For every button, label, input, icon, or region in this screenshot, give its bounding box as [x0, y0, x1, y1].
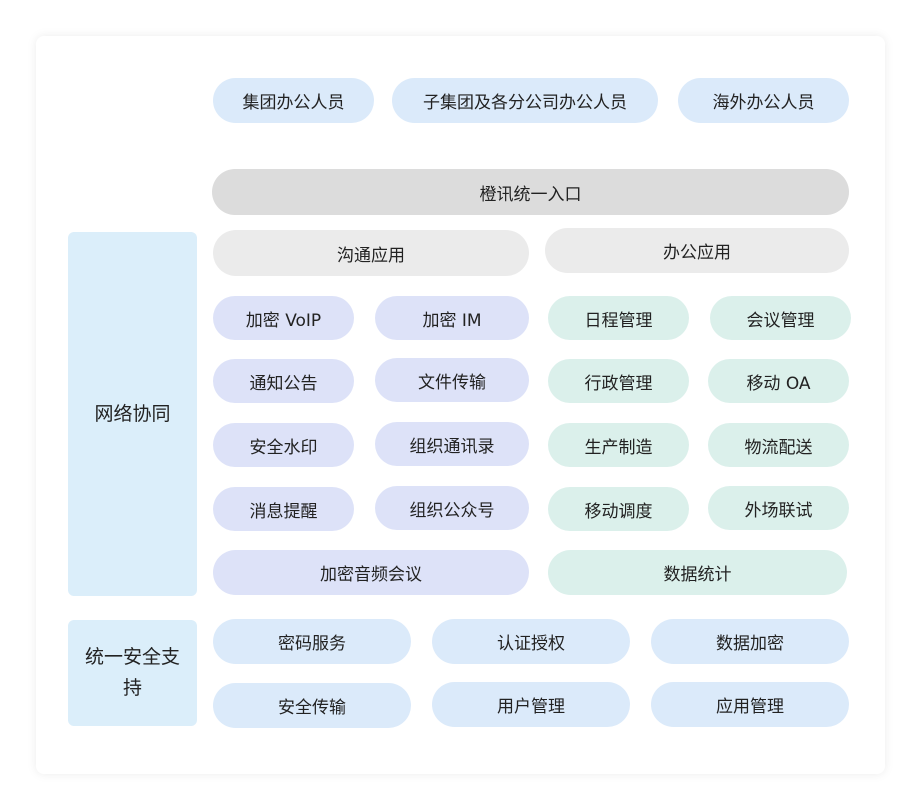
- office-app-production: 生产制造: [548, 423, 689, 467]
- security-authentication: 认证授权: [432, 619, 630, 664]
- security-secure-transmission: 安全传输: [213, 683, 411, 728]
- comm-app-message-reminder: 消息提醒: [213, 487, 354, 531]
- office-app-mobile-oa: 移动 OA: [708, 359, 849, 403]
- security-data-encryption: 数据加密: [651, 619, 849, 664]
- network-collaboration-text: 网络协同: [94, 402, 171, 425]
- office-app-mobile-dispatch: 移动调度: [548, 487, 689, 531]
- user-group-headquarters: 集团办公人员: [213, 78, 374, 123]
- security-support-text: 统一安全支持: [84, 646, 180, 699]
- network-collaboration-label: 网络协同: [68, 232, 197, 596]
- security-app-management: 应用管理: [651, 682, 849, 727]
- comm-app-encrypted-im: 加密 IM: [375, 296, 529, 340]
- user-group-overseas: 海外办公人员: [678, 78, 849, 123]
- office-app-administration: 行政管理: [548, 359, 689, 403]
- comm-app-encrypted-voip: 加密 VoIP: [213, 296, 354, 340]
- office-app-logistics: 物流配送: [708, 423, 849, 467]
- office-app-meeting: 会议管理: [710, 296, 851, 340]
- office-app-field-test: 外场联试: [708, 486, 849, 530]
- comm-app-org-official-account: 组织公众号: [375, 486, 529, 530]
- security-password-service: 密码服务: [213, 619, 411, 664]
- comm-app-encrypted-audio-conference: 加密音频会议: [213, 550, 529, 595]
- unified-entry-bar: 橙讯统一入口: [212, 169, 849, 215]
- comm-app-org-directory: 组织通讯录: [375, 422, 529, 466]
- user-group-subsidiaries: 子集团及各分公司办公人员: [392, 78, 658, 123]
- office-app-schedule: 日程管理: [548, 296, 689, 340]
- office-apps-header: 办公应用: [545, 228, 849, 273]
- comm-app-notices: 通知公告: [213, 359, 354, 403]
- comm-app-file-transfer: 文件传输: [375, 358, 529, 402]
- security-user-management: 用户管理: [432, 682, 630, 727]
- communication-apps-header: 沟通应用: [213, 230, 529, 276]
- comm-app-security-watermark: 安全水印: [213, 423, 354, 467]
- security-support-label: 统一安全支持: [68, 620, 197, 726]
- office-app-data-statistics: 数据统计: [548, 550, 847, 595]
